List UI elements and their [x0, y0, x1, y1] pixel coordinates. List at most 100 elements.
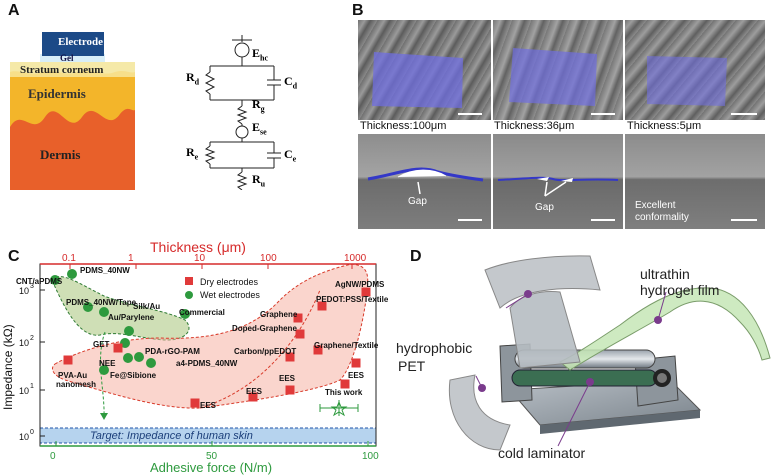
- label-pedot: PEDOT:PSS/Textile: [316, 295, 389, 304]
- wet-electrode-point: [50, 275, 60, 285]
- dry-electrode-point: [340, 379, 350, 389]
- wet-electrode-point: [146, 358, 156, 368]
- legend-wet-marker: [185, 291, 193, 299]
- target-text: Target: Impedance of human skin: [90, 430, 253, 442]
- dry-electrode-point: [285, 385, 295, 395]
- panel-d-label: D: [410, 248, 422, 265]
- excellent-label: Excellent: [635, 200, 676, 211]
- top-axis-label: Thickness (μm): [150, 240, 246, 255]
- cd-label: Cd: [284, 74, 298, 91]
- label-ees2: EES: [246, 387, 263, 396]
- label-carbonpp: Carbon/ppEDOT: [234, 347, 296, 356]
- hydrogel-label: hydrogel film: [640, 282, 720, 298]
- ehc-label: Ehc: [252, 46, 269, 63]
- top-tick-label: 1000: [344, 253, 367, 264]
- sem-cross-36um: Gap: [493, 134, 623, 229]
- wet-electrode-point: [124, 326, 134, 336]
- dermis-label: Dermis: [40, 147, 81, 162]
- label-pdargo: PDA-rGO-PAM: [145, 347, 200, 356]
- label-dopedgraphene: Doped-Graphene: [232, 324, 297, 333]
- wet-electrode-point: [180, 309, 190, 319]
- dry-electrode-point: [190, 398, 200, 408]
- y-tick-label: 10: [19, 338, 29, 348]
- panel-b-label: B: [352, 2, 364, 19]
- dry-region: [52, 263, 369, 409]
- gap-label-2: Gap: [535, 202, 554, 213]
- x-tick-label: 50: [206, 451, 218, 462]
- wet-electrode-point: [99, 307, 109, 317]
- hydrophobic-label: hydrophobic: [396, 340, 473, 356]
- wet-electrode-point: [123, 353, 133, 363]
- y-tick-label: 10: [19, 386, 29, 396]
- thickness-100: Thickness:100μm: [360, 120, 447, 132]
- label-graphene: Graphene: [260, 310, 298, 319]
- label-pdms40: PDMS_40NW: [80, 266, 130, 275]
- x-tick-label: 0: [50, 451, 56, 462]
- label-graphtextile: Graphene/Textile: [314, 341, 379, 350]
- legend-wet-label: Wet electrodes: [200, 290, 260, 300]
- target-band: [39, 427, 377, 444]
- electrode-label: Electrode: [58, 36, 104, 48]
- re-label: Re: [186, 145, 199, 162]
- epidermis-label: Epidermis: [28, 86, 86, 101]
- y-tick-exponent: 3: [30, 283, 34, 290]
- dry-electrode-point: [113, 343, 123, 353]
- dry-electrode-point: [293, 313, 303, 323]
- conformality-label: conformality: [635, 212, 689, 223]
- legend-dry-label: Dry electrodes: [200, 277, 259, 287]
- label-a4pdms: a4-PDMS_40NW: [176, 359, 238, 368]
- thickness-5: Thickness:5μm: [627, 120, 702, 132]
- dry-electrode-point: [361, 287, 371, 297]
- laminator-label: cold laminator: [498, 445, 586, 461]
- top-tick-label: 1: [128, 253, 134, 264]
- legend-dry-marker: [185, 277, 193, 285]
- ce-label: Ce: [284, 147, 297, 164]
- dry-electrode-point: [295, 329, 305, 339]
- panel-a-skin-diagram: [10, 32, 135, 190]
- label-nee: NEE: [99, 359, 116, 368]
- dry-electrode-point: [313, 345, 323, 355]
- label-fesib: Fe@Sibione: [110, 371, 157, 380]
- label-pvaau: PVA-Au: [58, 371, 87, 380]
- stratum-label: Stratum corneum: [20, 64, 104, 76]
- y-tick-label: 10: [19, 432, 29, 442]
- wet-electrode-point: [134, 352, 144, 362]
- x-axis-label: Adhesive force (N/m): [150, 460, 272, 475]
- this-work-star: [330, 400, 348, 417]
- sem-cross-5um: Excellent conformality: [625, 134, 765, 229]
- sem-top-100um: [358, 20, 491, 120]
- label-pdmstape: PDMS_40NW/Tape: [66, 298, 137, 307]
- pet-label: PET: [398, 358, 426, 374]
- panel-c-label: C: [8, 248, 20, 265]
- gap-label-1: Gap: [408, 196, 427, 207]
- label-nanomesh: nanomesh: [56, 380, 96, 389]
- top-tick-label: 100: [260, 253, 277, 264]
- top-tick-label: 10: [194, 253, 206, 264]
- rd-label: Rd: [186, 70, 200, 87]
- label-cnt: CNT/aPDMS: [16, 277, 63, 286]
- label-ees3: EES: [279, 374, 296, 383]
- this-work-label: This work: [325, 388, 363, 397]
- label-ees4: EES: [348, 371, 365, 380]
- laminator-illustration: [448, 255, 771, 451]
- label-get: GET: [93, 340, 110, 349]
- equivalent-circuit: [204, 35, 281, 190]
- label-ees1: EES: [200, 401, 217, 410]
- panel-a-label: A: [8, 2, 20, 19]
- x-tick-label: 100: [362, 451, 379, 462]
- y-tick-exponent: 1: [30, 383, 34, 390]
- dry-electrode-point: [317, 301, 327, 311]
- dry-electrode-point: [248, 392, 258, 402]
- ese-label: Ese: [252, 120, 267, 137]
- sem-top-36um: [493, 20, 623, 120]
- y-tick-exponent: 2: [30, 335, 34, 342]
- wet-electrode-point: [83, 302, 93, 312]
- gel-label: Gel: [60, 53, 74, 63]
- dry-electrode-point: [285, 352, 295, 362]
- wet-electrode-point: [67, 269, 77, 279]
- thickness-36: Thickness:36μm: [494, 120, 575, 132]
- top-tick-label: 0.1: [62, 253, 76, 264]
- label-auparylene: Au/Parylene: [108, 313, 155, 322]
- sem-cross-100um: Gap: [358, 134, 491, 229]
- wet-region: [51, 276, 190, 341]
